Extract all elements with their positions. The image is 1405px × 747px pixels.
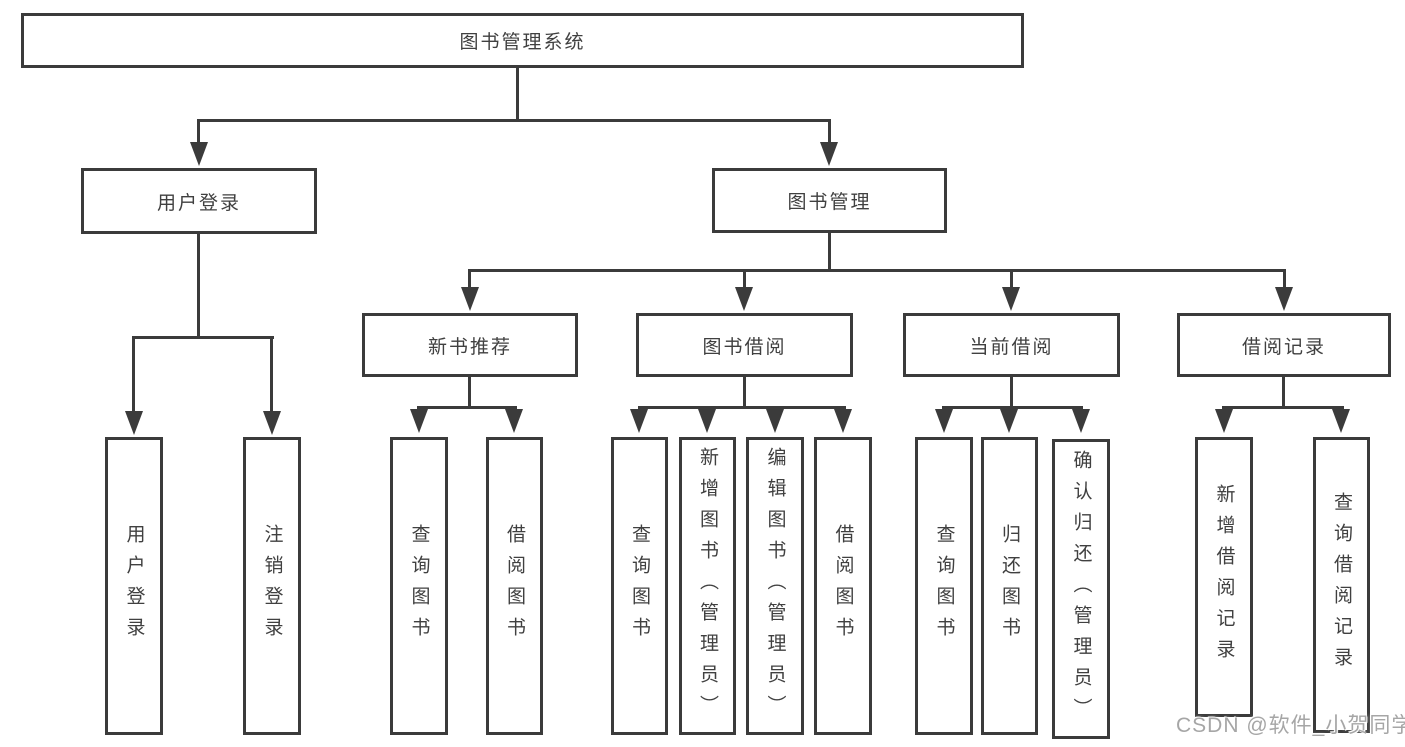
leaf-logout-label: 注销登录	[261, 524, 283, 648]
leaf-cb-confirm-return-admin-label: 确认归还（管理员）	[1070, 449, 1092, 729]
leaf-logout: 注销登录	[243, 437, 301, 735]
connector-current-borrow-stem	[1010, 377, 1013, 409]
leaf-nb-query-books-label: 查询图书	[408, 524, 430, 648]
node-current-borrow-label: 当前借阅	[969, 336, 1054, 358]
connector-user-login-rail	[132, 336, 274, 339]
arrowhead-nb-query	[410, 409, 428, 433]
connector-book-mgmt-stem	[828, 233, 831, 269]
leaf-user-login-label: 用户登录	[123, 524, 145, 648]
leaf-cb-return-books-label: 归还图书	[999, 524, 1020, 648]
connector-new-books-stem	[468, 377, 471, 409]
node-user-login-label: 用户登录	[156, 192, 241, 214]
arrowhead-book-mgmt	[820, 142, 838, 166]
arrowhead-br-add	[1215, 409, 1233, 433]
connector-drop-book-borrow	[743, 269, 746, 288]
connector-drop-leaf-logout	[270, 336, 273, 411]
leaf-bb-borrow-books: 借阅图书	[814, 437, 872, 735]
node-new-books: 新书推荐	[362, 313, 578, 377]
connector-drop-leaf-user-login	[132, 336, 135, 411]
connector-root-stem	[516, 68, 519, 119]
leaf-br-query-record-label: 查询借阅记录	[1331, 492, 1352, 678]
node-root: 图书管理系统	[21, 13, 1024, 68]
leaf-bb-query-books-label: 查询图书	[629, 524, 650, 648]
arrowhead-bb-add	[698, 409, 716, 433]
connector-book-borrow-rail	[638, 406, 846, 409]
connector-drop-current-borrow	[1010, 269, 1013, 288]
connector-root-rail	[197, 119, 831, 122]
connector-drop-borrow-records	[1283, 269, 1286, 288]
leaf-br-add-record: 新增借阅记录	[1195, 437, 1253, 717]
arrowhead-leaf-user-login	[125, 411, 143, 435]
node-current-borrow: 当前借阅	[903, 313, 1120, 377]
node-borrow-records-label: 借阅记录	[1241, 336, 1326, 358]
node-new-books-label: 新书推荐	[427, 336, 512, 358]
node-root-label: 图书管理系统	[459, 32, 586, 53]
arrowhead-bb-edit	[766, 409, 784, 433]
connector-new-books-rail	[417, 406, 517, 409]
leaf-cb-query-books-label: 查询图书	[933, 524, 955, 648]
connector-drop-book-mgmt	[828, 119, 831, 143]
leaf-bb-add-books-admin: 新增图书（管理员）	[679, 437, 736, 735]
leaf-cb-query-books: 查询图书	[915, 437, 973, 735]
connector-user-login-stem	[197, 234, 200, 336]
arrowhead-book-borrow	[735, 287, 753, 311]
node-book-mgmt-label: 图书管理	[787, 192, 872, 213]
leaf-nb-borrow-books: 借阅图书	[486, 437, 543, 735]
node-book-mgmt: 图书管理	[712, 168, 947, 233]
arrowhead-cb-return	[1000, 409, 1018, 433]
connector-borrow-records-rail	[1222, 406, 1344, 409]
arrowhead-current-borrow	[1002, 287, 1020, 311]
leaf-cb-return-books: 归还图书	[981, 437, 1038, 735]
leaf-bb-edit-books-admin: 编辑图书（管理员）	[746, 437, 804, 735]
leaf-br-query-record: 查询借阅记录	[1313, 437, 1370, 733]
node-book-borrow: 图书借阅	[636, 313, 853, 377]
arrowhead-cb-confirm	[1072, 409, 1090, 433]
leaf-cb-confirm-return-admin: 确认归还（管理员）	[1052, 439, 1110, 739]
leaf-bb-add-books-admin-label: 新增图书（管理员）	[697, 446, 718, 726]
connector-book-borrow-stem	[743, 377, 746, 409]
leaf-user-login: 用户登录	[105, 437, 163, 735]
leaf-bb-borrow-books-label: 借阅图书	[832, 524, 854, 648]
leaf-nb-query-books: 查询图书	[390, 437, 448, 735]
arrowhead-borrow-records	[1275, 287, 1293, 311]
csdn-watermark: CSDN @软件_小贺同学	[1176, 714, 1405, 737]
connector-drop-new-books	[468, 269, 471, 288]
connector-drop-user-login	[197, 119, 200, 143]
arrowhead-bb-borrow	[834, 409, 852, 433]
arrowhead-nb-borrow	[505, 409, 523, 433]
node-borrow-records: 借阅记录	[1177, 313, 1391, 377]
connector-current-borrow-rail	[942, 406, 1083, 409]
arrowhead-cb-query	[935, 409, 953, 433]
leaf-nb-borrow-books-label: 借阅图书	[504, 524, 525, 648]
arrowhead-leaf-logout	[263, 411, 281, 435]
arrowhead-new-books	[461, 287, 479, 311]
arrowhead-br-query	[1332, 409, 1350, 433]
leaf-br-add-record-label: 新增借阅记录	[1213, 484, 1235, 670]
leaf-bb-query-books: 查询图书	[611, 437, 668, 735]
node-book-borrow-label: 图书借阅	[702, 336, 787, 358]
arrowhead-user-login	[190, 142, 208, 166]
arrowhead-bb-query	[630, 409, 648, 433]
connector-borrow-records-stem	[1282, 377, 1285, 409]
leaf-bb-edit-books-admin-label: 编辑图书（管理员）	[764, 446, 786, 726]
connector-book-mgmt-rail	[468, 269, 1286, 272]
node-user-login: 用户登录	[81, 168, 317, 234]
